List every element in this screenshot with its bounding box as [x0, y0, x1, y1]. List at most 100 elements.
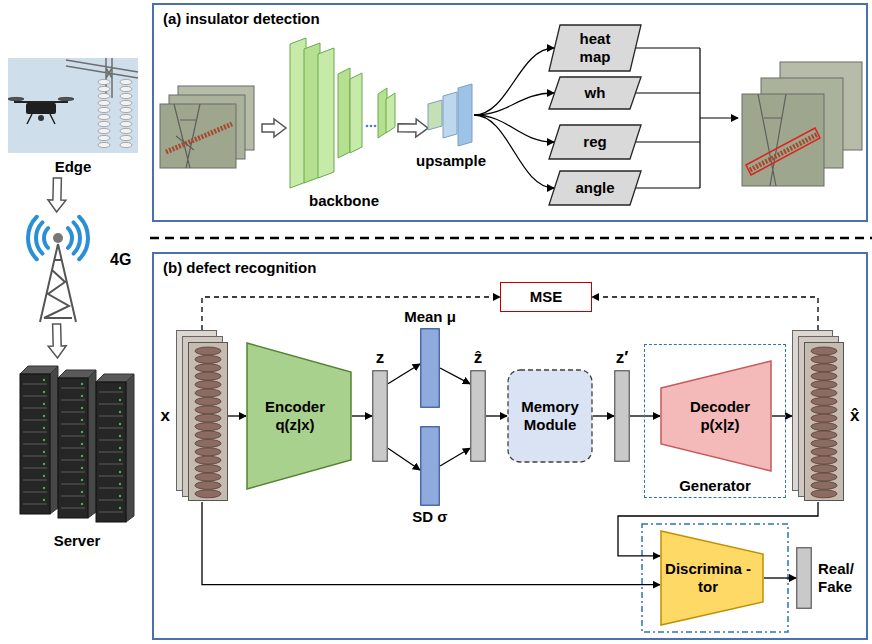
insulator-disc — [195, 448, 221, 456]
mean-vector: Mean μ — [420, 328, 440, 408]
signal-wave — [79, 217, 88, 259]
rack-light — [119, 459, 121, 461]
server-rack-graphic — [12, 358, 142, 552]
dashed-connector — [202, 297, 500, 330]
arrow-connector — [202, 502, 660, 585]
input-images: x — [176, 330, 228, 502]
upsample-block: upsample — [428, 84, 474, 150]
input-images-graphic — [176, 330, 228, 502]
panel-box-label: (b) defect recognition — [163, 259, 316, 277]
feature-plate — [338, 68, 350, 158]
statistic-bar — [421, 427, 440, 506]
rack-slot — [23, 408, 47, 409]
memory-box — [508, 370, 592, 462]
insulator-disc — [811, 355, 837, 363]
encoder-block-label: Encoder q(z|x) — [258, 398, 332, 434]
rack-slot — [23, 480, 47, 481]
discriminator-trapezoid — [661, 531, 763, 625]
upsample-block-label: upsample — [416, 152, 486, 170]
latent-vector: z′ — [614, 370, 630, 462]
insulator-disc — [195, 439, 221, 447]
head-box-label: heat map — [570, 30, 620, 66]
insulator-disc — [195, 381, 221, 389]
rack-slot — [99, 488, 123, 489]
insulator-disc — [811, 490, 837, 498]
rack-slot — [61, 424, 85, 425]
rack-slot — [61, 400, 85, 401]
insulator-disc — [811, 439, 837, 447]
tower-lines — [758, 94, 786, 186]
rack-slot — [23, 456, 47, 457]
insulator-disc — [811, 364, 837, 372]
rack-side — [50, 366, 58, 514]
rack-light — [119, 495, 121, 497]
sd-vector-label: SD σ — [412, 508, 447, 526]
insulator-disc — [811, 389, 837, 397]
rack-light — [81, 407, 83, 409]
insulator-disc — [120, 79, 132, 84]
upsample-plate — [458, 84, 472, 146]
rack-slot — [23, 396, 47, 397]
insulator-disc — [195, 355, 221, 363]
decoder-trapezoid — [661, 361, 771, 471]
latent-vector-graphic — [614, 370, 630, 462]
latent-bar — [373, 371, 388, 462]
server-rack-label: Server — [54, 532, 101, 550]
rack-light — [43, 415, 45, 417]
arrow-connector — [474, 93, 554, 115]
latent-vector-graphic — [470, 370, 486, 462]
insulator-disc — [811, 456, 837, 464]
tower-lines — [174, 104, 200, 168]
rack-slot — [99, 428, 123, 429]
reconstructed-images: x̂ — [792, 330, 844, 502]
insulator-disc — [811, 414, 837, 422]
rack-slot — [61, 460, 85, 461]
signal-wave — [36, 222, 42, 253]
arrow-connector — [474, 115, 554, 142]
head-box-label: wh — [585, 84, 606, 102]
photo-sky — [8, 58, 138, 153]
insulator-disc — [195, 389, 221, 397]
head-parallelogram — [549, 25, 641, 71]
rack-light — [81, 455, 83, 457]
insulator-disc — [98, 114, 110, 119]
latent-vector-label: z — [376, 348, 385, 368]
rack-slot — [61, 412, 85, 413]
arrow-connector — [352, 415, 372, 416]
insulator-disc — [120, 107, 132, 112]
network-tower: 4G — [8, 212, 136, 324]
rack-light — [119, 423, 121, 425]
mean-vector-label: Mean μ — [404, 308, 456, 326]
insulator-disc — [98, 86, 110, 91]
drone-rotor — [58, 97, 74, 100]
insulator-disc — [195, 490, 221, 498]
rack-light — [43, 439, 45, 441]
panel-box: (b) defect recognitionMSExEncoder q(z|x)… — [152, 252, 868, 640]
head-box: reg — [548, 124, 642, 160]
input-images-label: x — [161, 406, 170, 426]
head-box: wh — [548, 76, 642, 110]
insulator-disc — [811, 448, 837, 456]
arrow-connector — [486, 415, 507, 416]
insulator-disc — [98, 93, 110, 98]
rack-light — [81, 431, 83, 433]
arrow-connector — [388, 448, 420, 470]
latent-vector: z — [372, 370, 388, 462]
insulator-disc — [811, 397, 837, 405]
rack-light — [81, 467, 83, 469]
panel-box-label: (a) insulator detection — [163, 10, 320, 28]
insulator-disc — [98, 107, 110, 112]
rack-slot — [61, 484, 85, 485]
latent-vector-graphic — [372, 370, 388, 462]
mean-vector-graphic — [420, 328, 440, 408]
rack-light — [43, 487, 45, 489]
drone-arm — [14, 101, 68, 103]
head-box-label: angle — [575, 179, 614, 197]
insulator-disc — [195, 431, 221, 439]
input-image-stack — [160, 86, 254, 168]
rack-slot — [23, 492, 47, 493]
insulator-disc — [98, 79, 110, 84]
merge-lines — [636, 48, 700, 188]
head-parallelogram — [549, 77, 641, 109]
decoder-block-label: Decoder p(x|z) — [683, 398, 757, 434]
